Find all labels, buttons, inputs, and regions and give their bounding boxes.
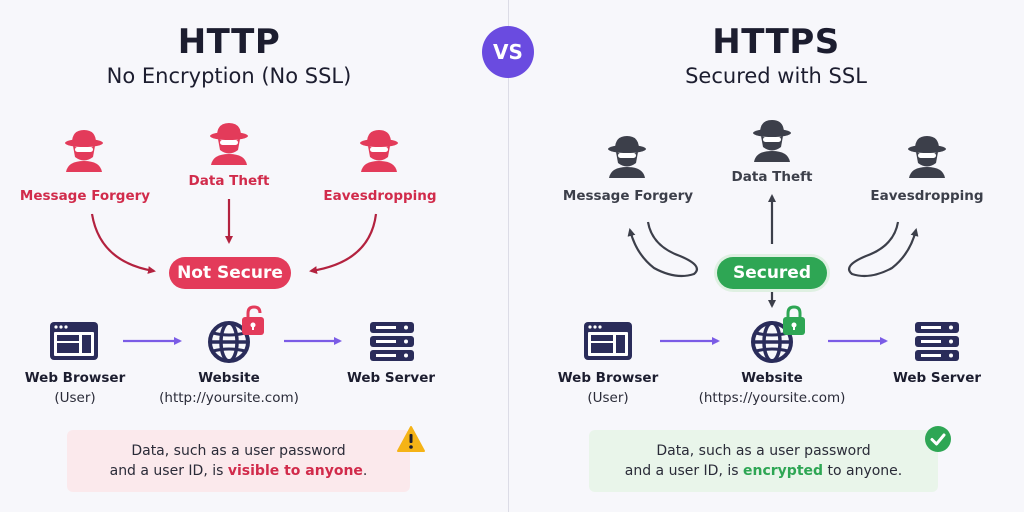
vs-label: VS bbox=[493, 40, 523, 64]
note-line-1: Data, such as a user password bbox=[131, 443, 346, 459]
note-highlight: encrypted bbox=[743, 463, 824, 479]
hacker-icon bbox=[360, 130, 398, 172]
threat-label-data-theft: Data Theft bbox=[188, 173, 270, 189]
server-icon bbox=[370, 322, 414, 361]
deflected-arrows bbox=[627, 194, 919, 308]
lock-open-icon bbox=[242, 305, 264, 335]
threat-label-eavesdropping: Eavesdropping bbox=[870, 188, 984, 204]
threat-arrows bbox=[90, 199, 378, 275]
node-sub-url: (http://yoursite.com) bbox=[159, 390, 299, 406]
status-badge-secured: Secured bbox=[717, 257, 827, 289]
note-line-1: Data, such as a user password bbox=[656, 443, 871, 459]
node-label-web-browser: Web Browser bbox=[24, 370, 126, 386]
node-label-web-browser: Web Browser bbox=[557, 370, 659, 386]
node-sub-url: (https://yoursite.com) bbox=[698, 390, 846, 406]
vs-badge: VS bbox=[482, 26, 534, 78]
hacker-icon bbox=[753, 120, 791, 162]
threat-label-message-forgery: Message Forgery bbox=[562, 188, 694, 204]
note-line-2: and a user ID, is visible to anyone. bbox=[67, 461, 410, 481]
note-text: . bbox=[362, 463, 368, 479]
node-sub-user: (User) bbox=[54, 390, 96, 406]
status-badge-not-secure: Not Secure bbox=[169, 257, 291, 289]
https-subtitle: Secured with SSL bbox=[685, 64, 867, 88]
check-circle-icon bbox=[925, 426, 951, 452]
status-label: Secured bbox=[732, 263, 812, 283]
browser-icon bbox=[584, 322, 632, 360]
flow-arrows-http bbox=[123, 337, 342, 345]
status-label: Not Secure bbox=[177, 263, 283, 283]
info-note-http: Data, such as a user password and a user… bbox=[67, 430, 410, 492]
note-text: to anyone. bbox=[823, 463, 903, 479]
info-note-https: Data, such as a user password and a user… bbox=[589, 430, 938, 492]
globe-icon bbox=[208, 321, 250, 363]
hacker-icon bbox=[608, 136, 646, 178]
hacker-icon bbox=[65, 130, 103, 172]
node-label-web-server: Web Server bbox=[892, 370, 982, 386]
hacker-icon bbox=[210, 123, 248, 165]
threat-label-message-forgery: Message Forgery bbox=[19, 188, 151, 204]
globe-icon bbox=[751, 321, 793, 363]
node-label-website: Website bbox=[741, 370, 803, 386]
center-divider bbox=[508, 0, 509, 512]
threat-label-data-theft: Data Theft bbox=[731, 169, 813, 185]
note-text: and a user ID, is bbox=[624, 463, 743, 479]
node-sub-user: (User) bbox=[587, 390, 629, 406]
http-subtitle: No Encryption (No SSL) bbox=[106, 64, 352, 88]
https-title: HTTPS bbox=[712, 22, 840, 62]
flow-arrows-https bbox=[660, 337, 888, 345]
note-highlight: visible to anyone bbox=[227, 463, 363, 479]
node-label-website: Website bbox=[198, 370, 260, 386]
threat-label-eavesdropping: Eavesdropping bbox=[323, 188, 437, 204]
lock-closed-icon bbox=[783, 305, 805, 335]
http-title: HTTP bbox=[177, 22, 281, 62]
server-icon bbox=[915, 322, 959, 361]
note-text: and a user ID, is bbox=[109, 463, 228, 479]
node-label-web-server: Web Server bbox=[346, 370, 436, 386]
note-line-2: and a user ID, is encrypted to anyone. bbox=[589, 461, 938, 481]
browser-icon bbox=[50, 322, 98, 360]
warning-icon bbox=[397, 426, 425, 452]
hacker-icon bbox=[908, 136, 946, 178]
